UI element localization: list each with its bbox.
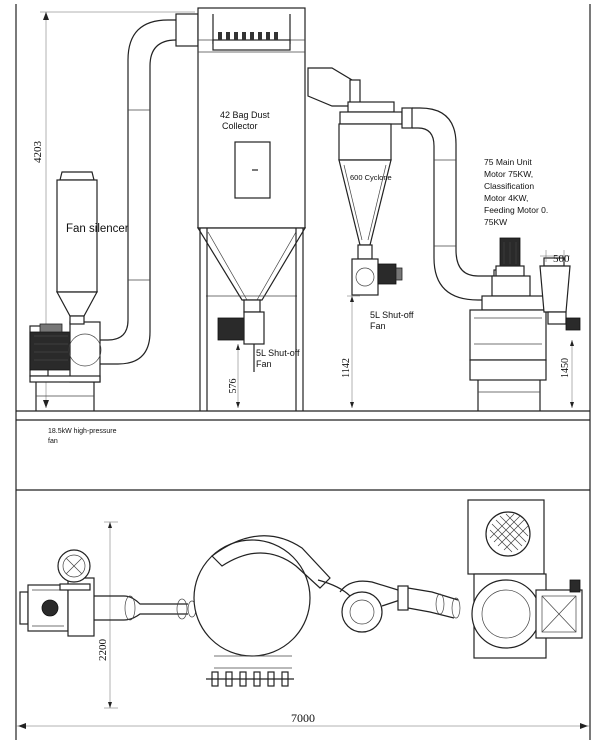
overall-height-label: 4203 [32,141,44,164]
collector-to-cyclone-duct [307,67,361,107]
plan-fan-motor [19,549,95,637]
cyclone-outlet-height-label: 1142 [341,358,352,378]
main-unit-label-2: Motor 75KW, [484,169,533,179]
plan-cyclone-body [341,591,383,633]
mill-height-label: 1450 [560,358,571,378]
main-unit-label-4: Motor 4KW, [484,193,528,203]
left-shutoff-motor [217,317,245,341]
dust-collector-label-2: Collector [222,121,258,131]
feeder-motor [565,317,581,331]
cyclone-label: 600 Cyclone [350,173,392,182]
shutoff-fan-right-label-2: Fan [370,321,386,331]
plan-duct-to-mill [407,587,461,619]
main-unit-label-1: 75 Main Unit [484,157,532,167]
cyclone-barrel [338,123,392,161]
plan-mill-grille [489,513,529,553]
plan-valve-row [206,671,294,687]
main-mill-unit: 500 1450 75 Main Unit Motor 75KW, Classi… [469,157,581,411]
fan-silencer-label: Fan silencer [66,223,129,235]
shutoff-fan-right-label-1: 5L Shut-off [370,310,414,320]
shutoff-fan-left-label-1: 5L Shut-off [256,348,300,358]
high-pressure-fan [29,321,102,411]
plan-depth-label: 2200 [97,639,109,662]
silencer-body [56,179,98,293]
cyclone-inlet [339,111,403,125]
collector-outlet-transition [307,67,353,107]
right-shutoff-motor [377,263,397,285]
bag-dust-collector: 42 Bag Dust Collector 5L Shut-off Fan 57… [196,7,307,411]
plan-cyclone [317,579,409,633]
shutoff-fan-left-label-2: Fan [256,359,272,369]
elevation-view: 4203 Fan silencer [15,4,591,740]
feed-hopper [539,265,571,313]
overall-length-label: 7000 [291,711,315,725]
dust-outlet-height-label: 576 [228,379,239,394]
collector-hopper [196,227,307,301]
plan-dust-collector [193,535,331,687]
main-unit-label-6: 75KW [484,217,507,227]
plan-collector-shell [193,539,311,657]
classifier-housing [491,275,531,297]
plan-duct-to-collector [94,595,197,621]
fan-silencer: Fan silencer [55,171,129,325]
fan-to-collector-duct [100,13,199,365]
pulse-manifold [212,39,291,51]
hp-fan-label-2: fan [48,438,58,445]
mill-body [469,309,547,361]
cyclone-separator: 600 Cyclone 5L Shut-off Fan 1142 [338,101,414,408]
plan-depth-dimension: 2200 [97,521,118,709]
fan-casing [69,321,101,383]
dust-collector-label-1: 42 Bag Dust [220,110,270,120]
plan-mill [467,499,583,659]
plan-view: 2200 [16,489,590,729]
main-unit-label-3: Classification [484,181,534,191]
mill-base [469,359,547,381]
hp-fan-label-1: 18.5kW high-pressure [48,428,117,435]
main-unit-label-5: Feeding Motor 0. [484,205,548,215]
overall-length-dimension: 7000 [16,711,590,729]
fan-motor-body [29,331,73,371]
hopper-width-label: 500 [553,253,570,265]
